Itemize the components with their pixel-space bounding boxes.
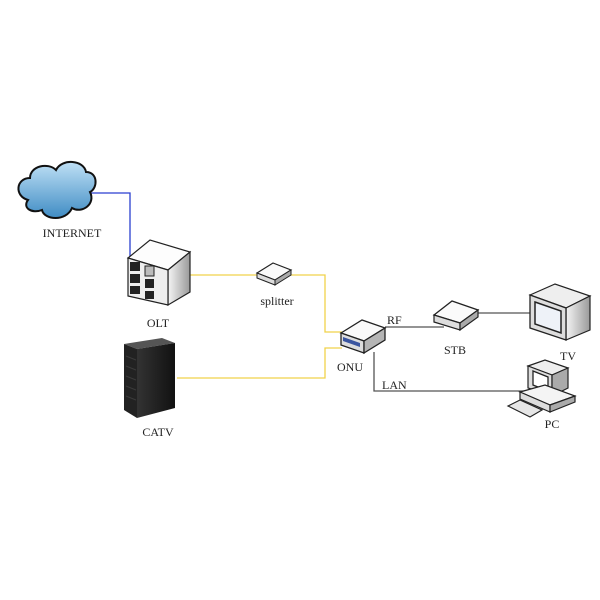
tv-label: TV — [560, 349, 576, 363]
internet-cloud-icon — [17, 161, 97, 219]
rf-link-label: RF — [387, 313, 402, 327]
catv-label: CATV — [142, 425, 174, 439]
lan-link-label: LAN — [382, 378, 407, 392]
stb-device-icon — [432, 300, 480, 332]
internet-label: INTERNET — [43, 226, 102, 240]
splitter-label: splitter — [260, 294, 293, 308]
pc-icon — [506, 359, 577, 418]
splitter-onu-link — [290, 274, 342, 333]
olt-label: OLT — [147, 316, 170, 330]
tv-icon — [528, 283, 592, 341]
olt-server-icon — [126, 239, 192, 307]
catv-rack-icon — [124, 338, 175, 418]
pc-label: PC — [545, 417, 560, 431]
onu-pc-lan-link — [373, 352, 528, 392]
onu-device-icon — [339, 319, 387, 355]
onu-label: ONU — [337, 360, 363, 374]
stb-label: STB — [444, 343, 466, 357]
catv-onu-link — [177, 347, 342, 379]
splitter-icon — [255, 262, 293, 286]
